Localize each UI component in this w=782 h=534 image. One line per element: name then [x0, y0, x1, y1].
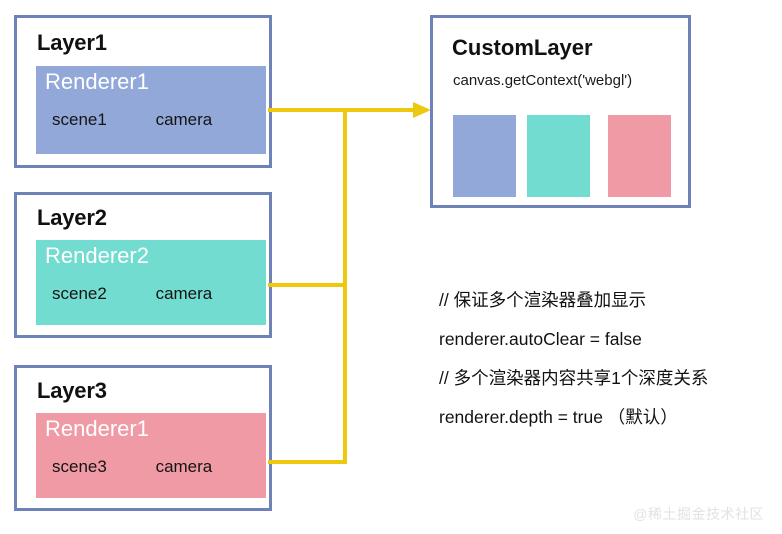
renderer-label: Renderer2	[45, 243, 149, 268]
arrow-head-icon	[413, 102, 431, 118]
camera-label: camera	[155, 457, 213, 476]
renderer-label: Renderer1	[45, 69, 149, 94]
swatch-row	[453, 115, 675, 197]
scene-label: scene1	[52, 110, 107, 129]
renderer-params: scene1 camera	[52, 110, 256, 130]
watermark: @稀土掘金技术社区	[633, 506, 764, 522]
renderer-params: scene2 camera	[52, 284, 256, 304]
annotation-line-4: renderer.depth = true （默认）	[439, 407, 678, 427]
layer-box-1: Layer1 Renderer1 scene1 camera	[14, 15, 272, 168]
custom-layer-title: CustomLayer	[452, 35, 593, 60]
annotation-block: // 保证多个渲染器叠加显示 renderer.autoClear = fals…	[439, 281, 779, 437]
layer-box-2: Layer2 Renderer2 scene2 camera	[14, 192, 272, 338]
renderer-box: Renderer1 scene3 camera	[36, 413, 266, 498]
scene-label: scene3	[52, 457, 107, 476]
swatch-teal	[527, 115, 590, 197]
renderer-box: Renderer1 scene1 camera	[36, 66, 266, 154]
camera-label: camera	[155, 284, 213, 303]
renderer-label: Renderer1	[45, 416, 149, 441]
annotation-line-3: // 多个渲染器内容共享1个深度关系	[439, 368, 709, 388]
layer-title: Layer3	[37, 378, 107, 403]
scene-label: scene2	[52, 284, 107, 303]
annotation-line-1: // 保证多个渲染器叠加显示	[439, 290, 647, 310]
layer-box-3: Layer3 Renderer1 scene3 camera	[14, 365, 272, 511]
custom-layer-box: CustomLayer canvas.getContext('webgl')	[430, 15, 691, 208]
annotation-line-2: renderer.autoClear = false	[439, 329, 642, 349]
camera-label: camera	[155, 110, 213, 129]
layer-title: Layer2	[37, 205, 107, 230]
custom-layer-subtitle: canvas.getContext('webgl')	[453, 72, 633, 89]
swatch-blue	[453, 115, 516, 197]
layer-title: Layer1	[37, 30, 107, 55]
swatch-pink	[608, 115, 671, 197]
renderer-box: Renderer2 scene2 camera	[36, 240, 266, 325]
renderer-params: scene3 camera	[52, 457, 256, 477]
